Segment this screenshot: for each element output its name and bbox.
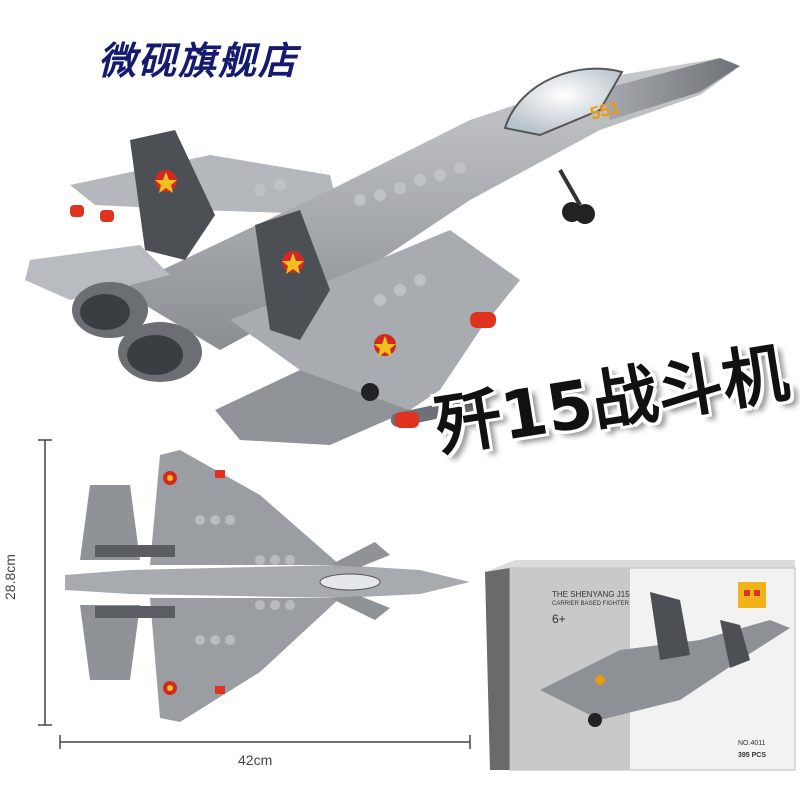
store-name: 微砚旗舰店: [98, 38, 299, 83]
box-subtitle: CARRIER BASED FIGHTER: [552, 601, 630, 607]
box-item-number: NO.4011: [738, 740, 766, 747]
box-age: 6+: [552, 612, 566, 626]
box-piece-count: 395 PCS: [738, 752, 767, 759]
width-dimension-label: 42cm: [238, 752, 273, 768]
box-title: THE SHENYANG J15: [552, 590, 630, 599]
